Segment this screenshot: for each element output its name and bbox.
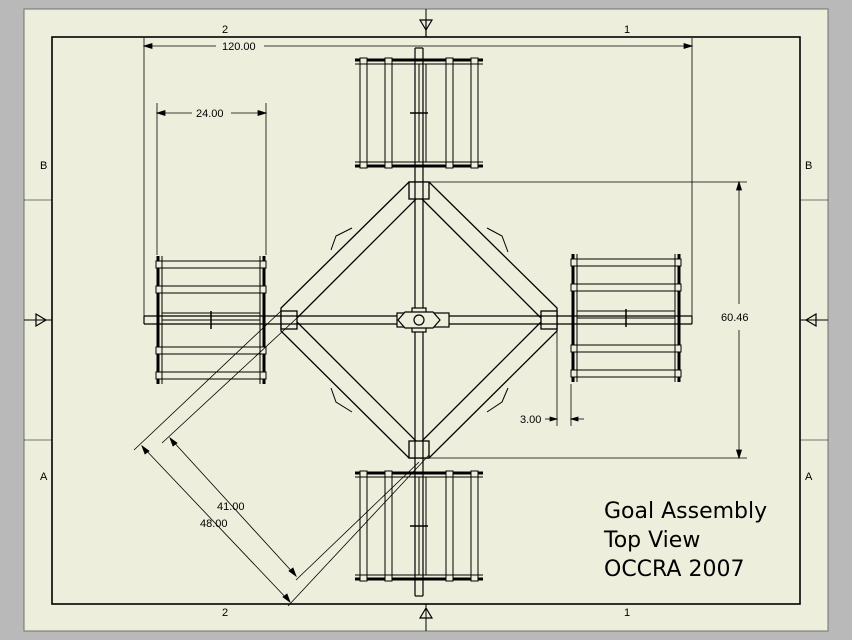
- dim-frame-height: [429, 180, 747, 460]
- title-line-2: Top View: [603, 528, 700, 553]
- dim-overall-width-label: 120.00: [222, 41, 256, 53]
- zone-col-top-left: 2: [222, 24, 228, 36]
- zone-col-bottom-right: 1: [624, 607, 630, 619]
- center-hub: [396, 307, 450, 333]
- dim-diag-outer-label: 48.00: [200, 518, 228, 530]
- dim-frame-height-label: 60.46: [721, 312, 749, 324]
- zone-row-left-lower: A: [40, 471, 48, 483]
- zone-row-right-lower: A: [805, 471, 813, 483]
- dim-goal-width: [155, 103, 268, 255]
- dim-diag-inner-label: 41.00: [217, 501, 245, 513]
- zone-row-right-upper: B: [805, 160, 812, 172]
- dim-goal-width-label: 24.00: [196, 108, 224, 120]
- dim-diagonal: [133, 310, 430, 607]
- title-line-1: Goal Assembly: [604, 499, 767, 524]
- zone-col-bottom-left: 2: [222, 607, 228, 619]
- center-arrows: [35, 19, 817, 619]
- title-line-3: OCCRA 2007: [604, 557, 744, 582]
- zone-col-top-right: 1: [624, 24, 630, 36]
- dim-overall-width: [142, 38, 694, 316]
- zone-row-left-upper: B: [40, 160, 47, 172]
- back-plates: [330, 227, 509, 413]
- dim-gap: [545, 331, 584, 426]
- dim-gap-label: 3.00: [520, 414, 541, 426]
